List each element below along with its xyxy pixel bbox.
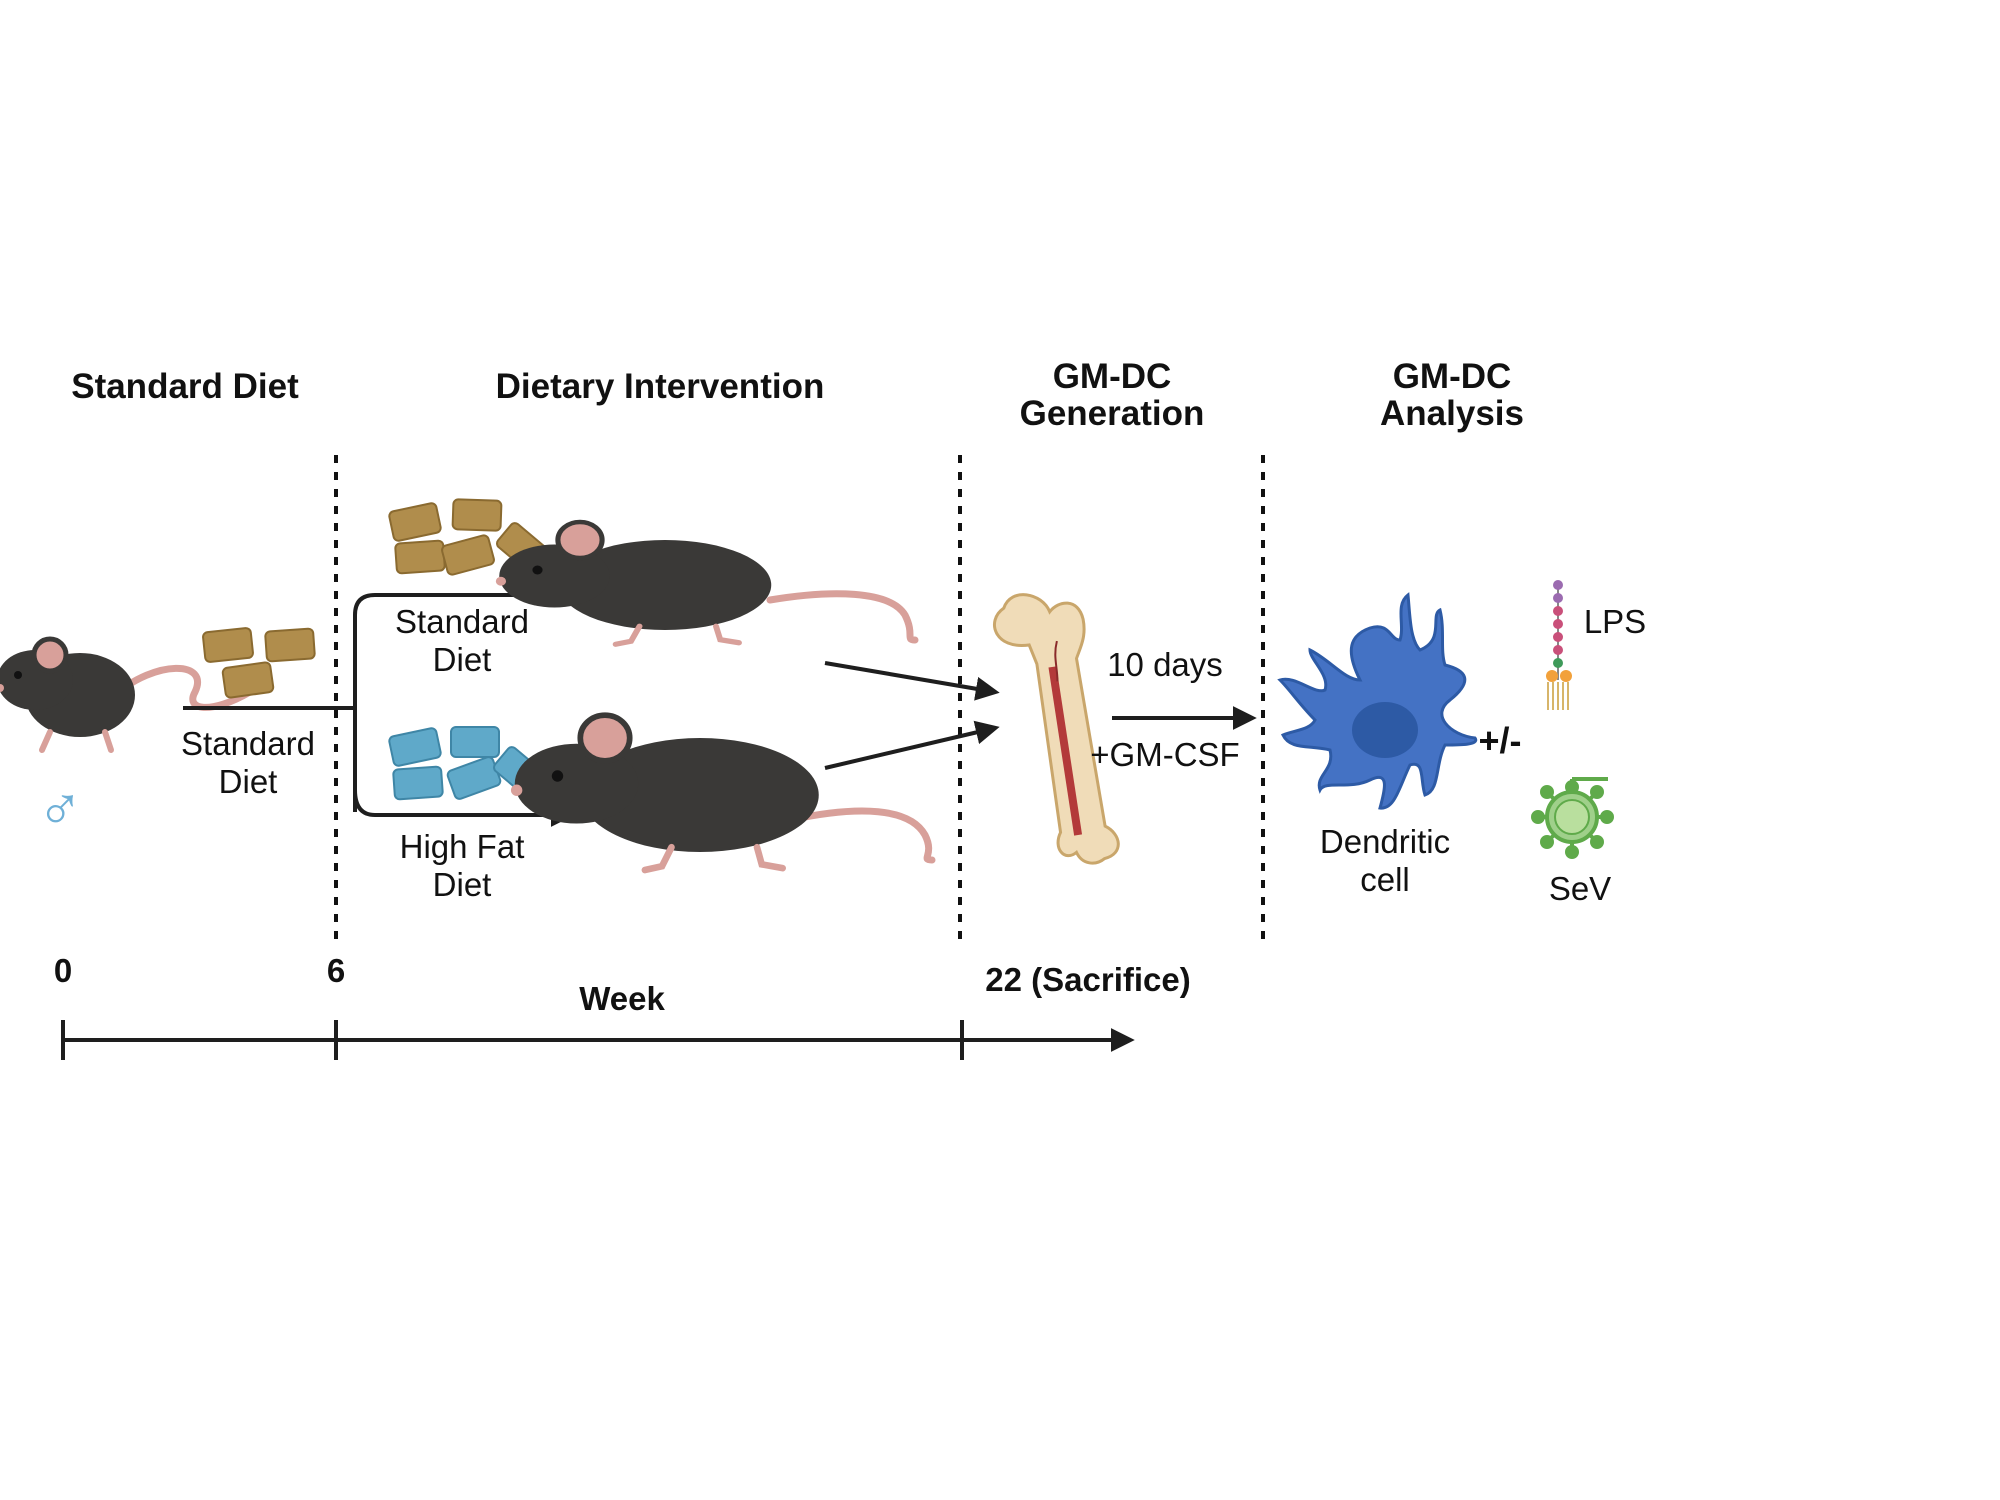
branch-arrow-high-fat [353, 789, 575, 827]
culture-duration-label: 10 days [1107, 646, 1223, 683]
timeline-tick-label-0: 0 [54, 952, 72, 989]
branch-standard-label-line1: Standard [395, 603, 529, 640]
branch-arrow-standard [353, 583, 575, 812]
lps-molecule-icon [1546, 580, 1572, 710]
start-diet-label-line2: Diet [219, 763, 278, 800]
dendritic-cell-label-line1: Dendritic [1320, 823, 1450, 860]
header-generation-line1: GM-DC [1053, 357, 1172, 396]
arrow-high-fat-mouse-to-bone [824, 720, 1000, 770]
high-fat-mouse-icon [511, 715, 936, 870]
lps-label: LPS [1584, 603, 1646, 640]
culture-factor-label: +GM-CSF [1090, 736, 1239, 773]
branch-high-fat-label-line2: Diet [433, 866, 492, 903]
branch-standard-label-line2: Diet [433, 641, 492, 678]
standard-diet-mouse-icon [496, 522, 919, 644]
timeline-tick-label-22: 22 (Sacrifice) [985, 961, 1190, 998]
header-analysis-line2: Analysis [1380, 394, 1524, 433]
sev-label: SeV [1549, 870, 1611, 907]
timeline-tick-label-6: 6 [327, 952, 345, 989]
arrow-standard-mouse-to-bone [824, 661, 1000, 701]
male-symbol-icon: ♂ [37, 775, 84, 844]
start-diet-label-line1: Standard [181, 725, 315, 762]
standard-chow-pellets-start [201, 626, 316, 700]
branch-high-fat-label-line1: High Fat [400, 828, 525, 865]
header-generation-line2: Generation [1020, 394, 1205, 433]
bone-marrow-femur-icon [993, 593, 1120, 865]
header-analysis-line1: GM-DC [1393, 357, 1512, 396]
dendritic-cell-icon [1277, 592, 1478, 810]
header-standard-diet: Standard Diet [71, 367, 299, 406]
timeline-unit-label: Week [579, 980, 665, 1017]
sendai-virus-icon [1531, 777, 1614, 859]
plus-minus-label: +/- [1478, 720, 1521, 761]
starting-mouse-icon [0, 636, 254, 753]
dendritic-cell-label-line2: cell [1360, 861, 1410, 898]
header-dietary-intervention: Dietary Intervention [496, 367, 825, 406]
